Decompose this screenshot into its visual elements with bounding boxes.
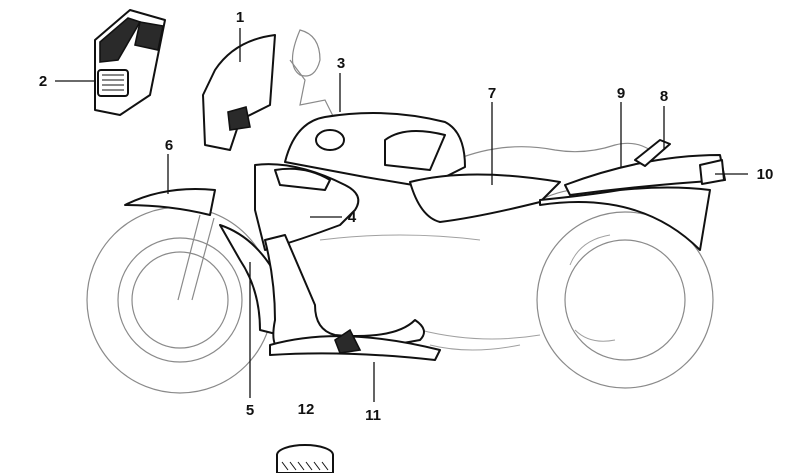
callout-8: 8 bbox=[660, 88, 668, 105]
callout-4: 4 bbox=[348, 209, 357, 226]
part-10-tail-light-cover bbox=[699, 159, 725, 185]
callout-9: 9 bbox=[617, 85, 625, 102]
mirror bbox=[291, 29, 321, 77]
rear-wheel-rim bbox=[564, 239, 686, 361]
callout-5: 5 bbox=[246, 402, 254, 419]
front-fork bbox=[177, 214, 215, 301]
callout-labels: 1 2 3 4 5 6 7 8 9 10 11 12 bbox=[39, 9, 774, 424]
rear-wheel-outer bbox=[536, 211, 714, 389]
part-4-side-panel bbox=[254, 163, 360, 251]
callout-3: 3 bbox=[337, 55, 345, 72]
front-wheel-outer bbox=[86, 206, 274, 394]
part-6-front-mudguard bbox=[124, 188, 216, 216]
part-2-headlight-cover bbox=[94, 9, 166, 116]
callout-6: 6 bbox=[165, 137, 173, 154]
handlebar bbox=[289, 59, 336, 121]
seat-outline bbox=[454, 142, 651, 161]
engine-outline bbox=[319, 234, 541, 351]
part-8-grab-handle bbox=[634, 139, 671, 167]
part-3-fuel-tank bbox=[284, 112, 466, 188]
callout-7: 7 bbox=[488, 85, 496, 102]
front-wheel-rim bbox=[117, 237, 243, 363]
callout-1: 1 bbox=[236, 9, 244, 26]
callout-12: 12 bbox=[298, 401, 315, 418]
part-11-belly-pan bbox=[264, 234, 441, 361]
part-12-filter-ring bbox=[276, 444, 334, 473]
part-7-side-cover bbox=[409, 173, 561, 223]
callout-2: 2 bbox=[39, 73, 47, 90]
part-1-fairing-upper bbox=[202, 34, 276, 151]
leader-lines bbox=[55, 28, 748, 402]
rear-wheel-spokes bbox=[569, 234, 616, 342]
callout-11: 11 bbox=[365, 407, 381, 424]
callout-10: 10 bbox=[757, 166, 774, 183]
front-wheel-hub bbox=[131, 251, 229, 349]
part-9-tail-section bbox=[539, 154, 726, 251]
